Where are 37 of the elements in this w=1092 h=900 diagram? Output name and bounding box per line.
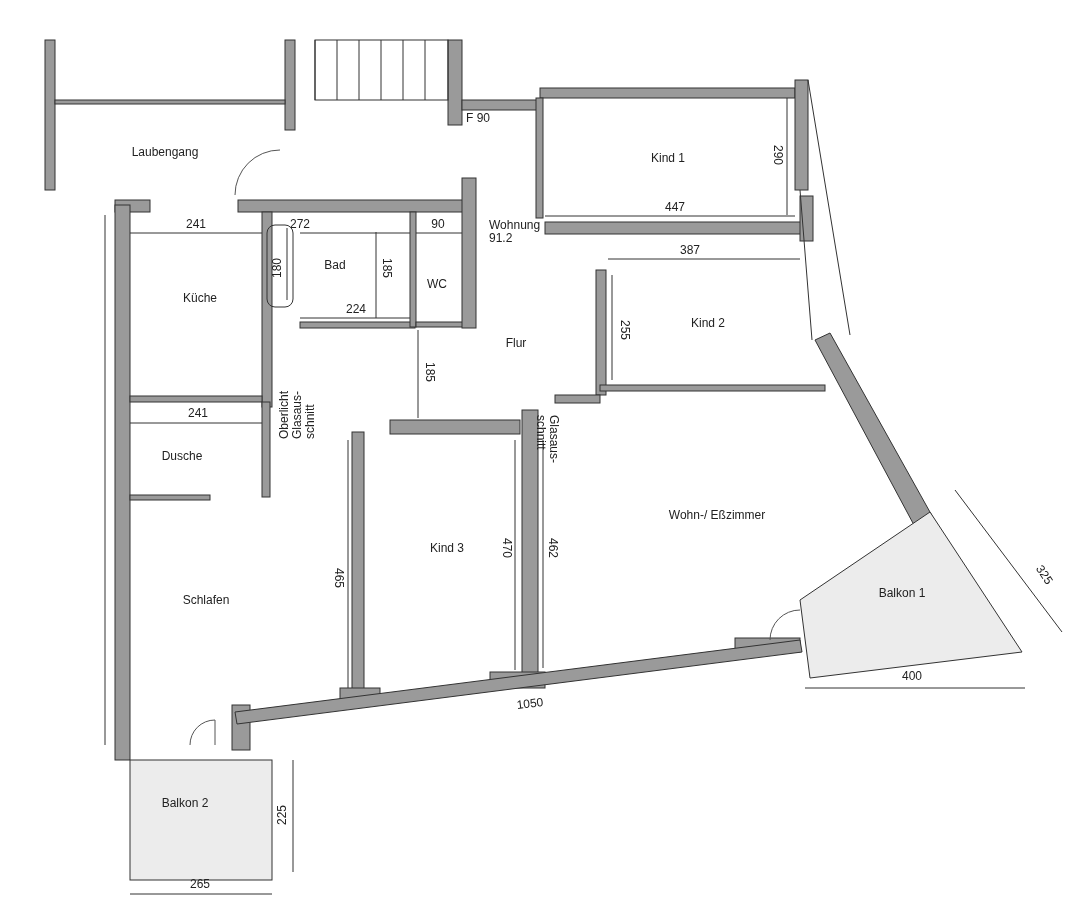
dimension-label: 185 <box>422 362 436 382</box>
dimension-label: 180 <box>270 258 284 278</box>
dimension-label: 400 <box>902 669 922 683</box>
dimension-label: 290 <box>770 145 784 165</box>
dimension-label: 90 <box>431 217 445 231</box>
dimension-label: 241 <box>186 217 206 231</box>
door-label: F 90 <box>466 111 490 125</box>
room-name: Balkon 2 <box>161 796 209 810</box>
dimension-label: 325 <box>1033 563 1055 587</box>
dimension-label: 272 <box>290 217 310 231</box>
dimension-label: 255 <box>617 320 631 340</box>
room-name: Dusche <box>161 449 203 463</box>
room-name: Kind 2 <box>691 316 725 330</box>
dimension-label: 1050 <box>515 695 545 713</box>
room-name: Kind 3 <box>430 541 464 555</box>
apartment-label: Wohnung 91.2 <box>489 219 542 245</box>
dimension-label: 265 <box>190 877 210 891</box>
dimension-label: 224 <box>346 302 366 316</box>
room-name: Flur <box>505 336 527 350</box>
dimension-label: 225 <box>275 805 289 825</box>
dimension-label: 470 <box>499 538 513 558</box>
room-name: Kind 1 <box>651 151 685 165</box>
room-name: Laubengang <box>131 145 199 159</box>
dimension-label: 462 <box>545 538 559 558</box>
note-label: Oberlicht Glasaus- schnitt <box>277 389 317 439</box>
dimension-label: 241 <box>188 406 208 420</box>
room-name: WC <box>427 277 447 291</box>
dimension-label: 387 <box>680 243 700 257</box>
room-name: Schlafen <box>182 593 230 607</box>
note-label: Glasaus- schnitt <box>534 415 560 465</box>
dimension-label: 465 <box>331 568 345 588</box>
dimension-label: 185 <box>379 258 393 278</box>
room-name: Balkon 1 <box>878 586 926 600</box>
dimension-label: 447 <box>665 200 685 214</box>
room-name: Küche <box>183 291 217 305</box>
room-name: Bad <box>324 258 346 272</box>
room-name: Wohn-/ Eßzimmer <box>668 508 766 522</box>
